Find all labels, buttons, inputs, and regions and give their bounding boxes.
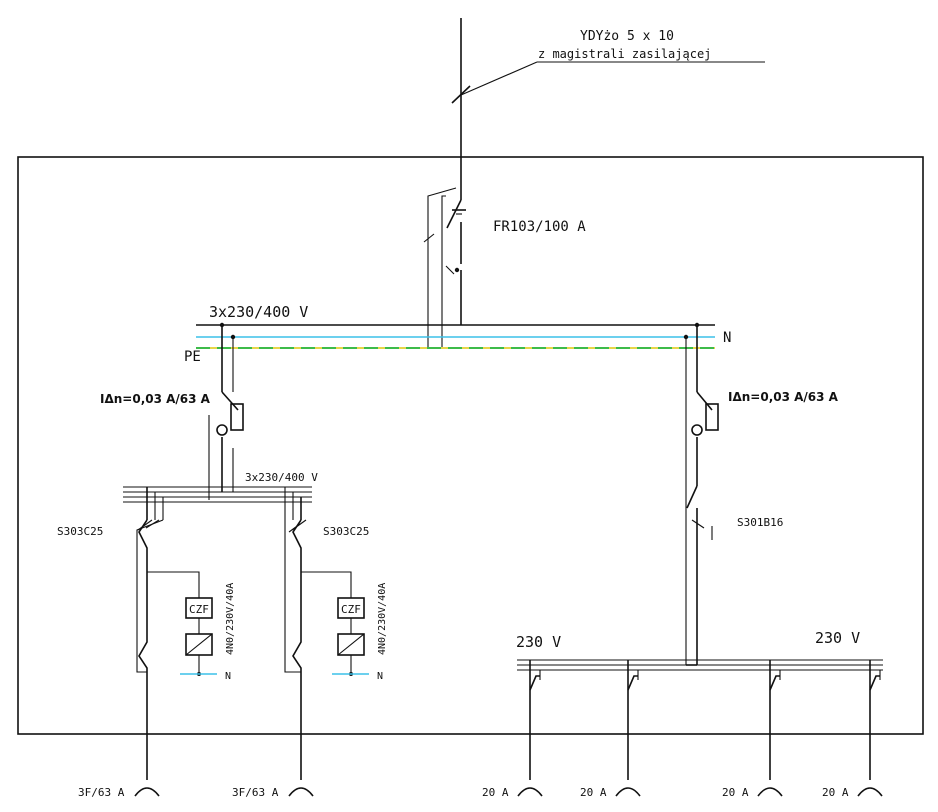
breaker-left-label: S303C25 [57,525,103,538]
output-label-5: 20 A [722,786,749,799]
breaker-right-label: S301B16 [737,516,783,529]
busbar-voltage-label: 3x230/400 V [209,303,308,321]
outlet-breaker-1 [529,660,541,780]
output-label-1: 3F/63 A [78,786,125,799]
single-phase-busbar: 230 V 230 V [516,629,883,671]
main-switch-label: FR103/100 A [493,219,586,235]
outlet-breaker-2 [627,660,639,780]
incoming-cable: YDYżo 5 x 10 z magistrali zasilającej [451,18,765,185]
rcd-right-label: IΔn=0,03 A/63 A [728,390,839,404]
contactor-right-rating: 4N0/230V/40A [377,583,388,655]
output-socket-5: 20 A [722,786,783,799]
outlet-breaker-3 [769,660,781,780]
output-socket-4: 20 A [580,786,641,799]
contactor-left: CZF N 4N0/230V/40A [147,571,236,682]
rcd-right-symbol: IΔn=0,03 A/63 A S301B16 [683,322,839,665]
neutral-label: N [723,330,731,346]
main-switch-symbol: FR103/100 A [423,185,586,348]
contactor-left-n-label: N [225,671,231,682]
breaker-left-symbol: S303C25 [57,487,164,780]
cable-label-line2: z magistrali zasilającej [538,47,711,61]
rcd-left-symbol: IΔn=0,03 A/63 A [100,322,244,500]
output-label-6: 20 A [822,786,849,799]
pe-label: PE [184,349,201,365]
breaker-middle-symbol: S303C25 [284,487,369,780]
outlet-breaker-4 [869,660,881,780]
sub-busbar: 3x230/400 V [123,471,318,503]
contactor-right: CZF N 4N0/230V/40A [301,571,388,682]
breaker-middle-label: S303C25 [323,525,369,538]
bus-230v-right-label: 230 V [815,629,860,647]
output-label-2: 3F/63 A [232,786,279,799]
rcd-left-label: IΔn=0,03 A/63 A [100,392,211,406]
czf-right-label: CZF [341,603,361,616]
cable-label-line1: YDYżo 5 x 10 [580,29,674,44]
czf-left-label: CZF [189,603,209,616]
main-busbar: 3x230/400 V PE N [184,303,731,365]
output-label-4: 20 A [580,786,607,799]
output-socket-2: 3F/63 A [232,786,314,799]
output-socket-6: 20 A [822,786,883,799]
switchboard-enclosure [17,156,924,735]
output-socket-3: 20 A [482,786,543,799]
output-socket-1: 3F/63 A [78,786,160,799]
output-label-3: 20 A [482,786,509,799]
bus-230v-left-label: 230 V [516,633,561,651]
sub-busbar-voltage-label: 3x230/400 V [245,471,318,484]
contactor-left-rating: 4N0/230V/40A [225,583,236,655]
contactor-right-n-label: N [377,671,383,682]
